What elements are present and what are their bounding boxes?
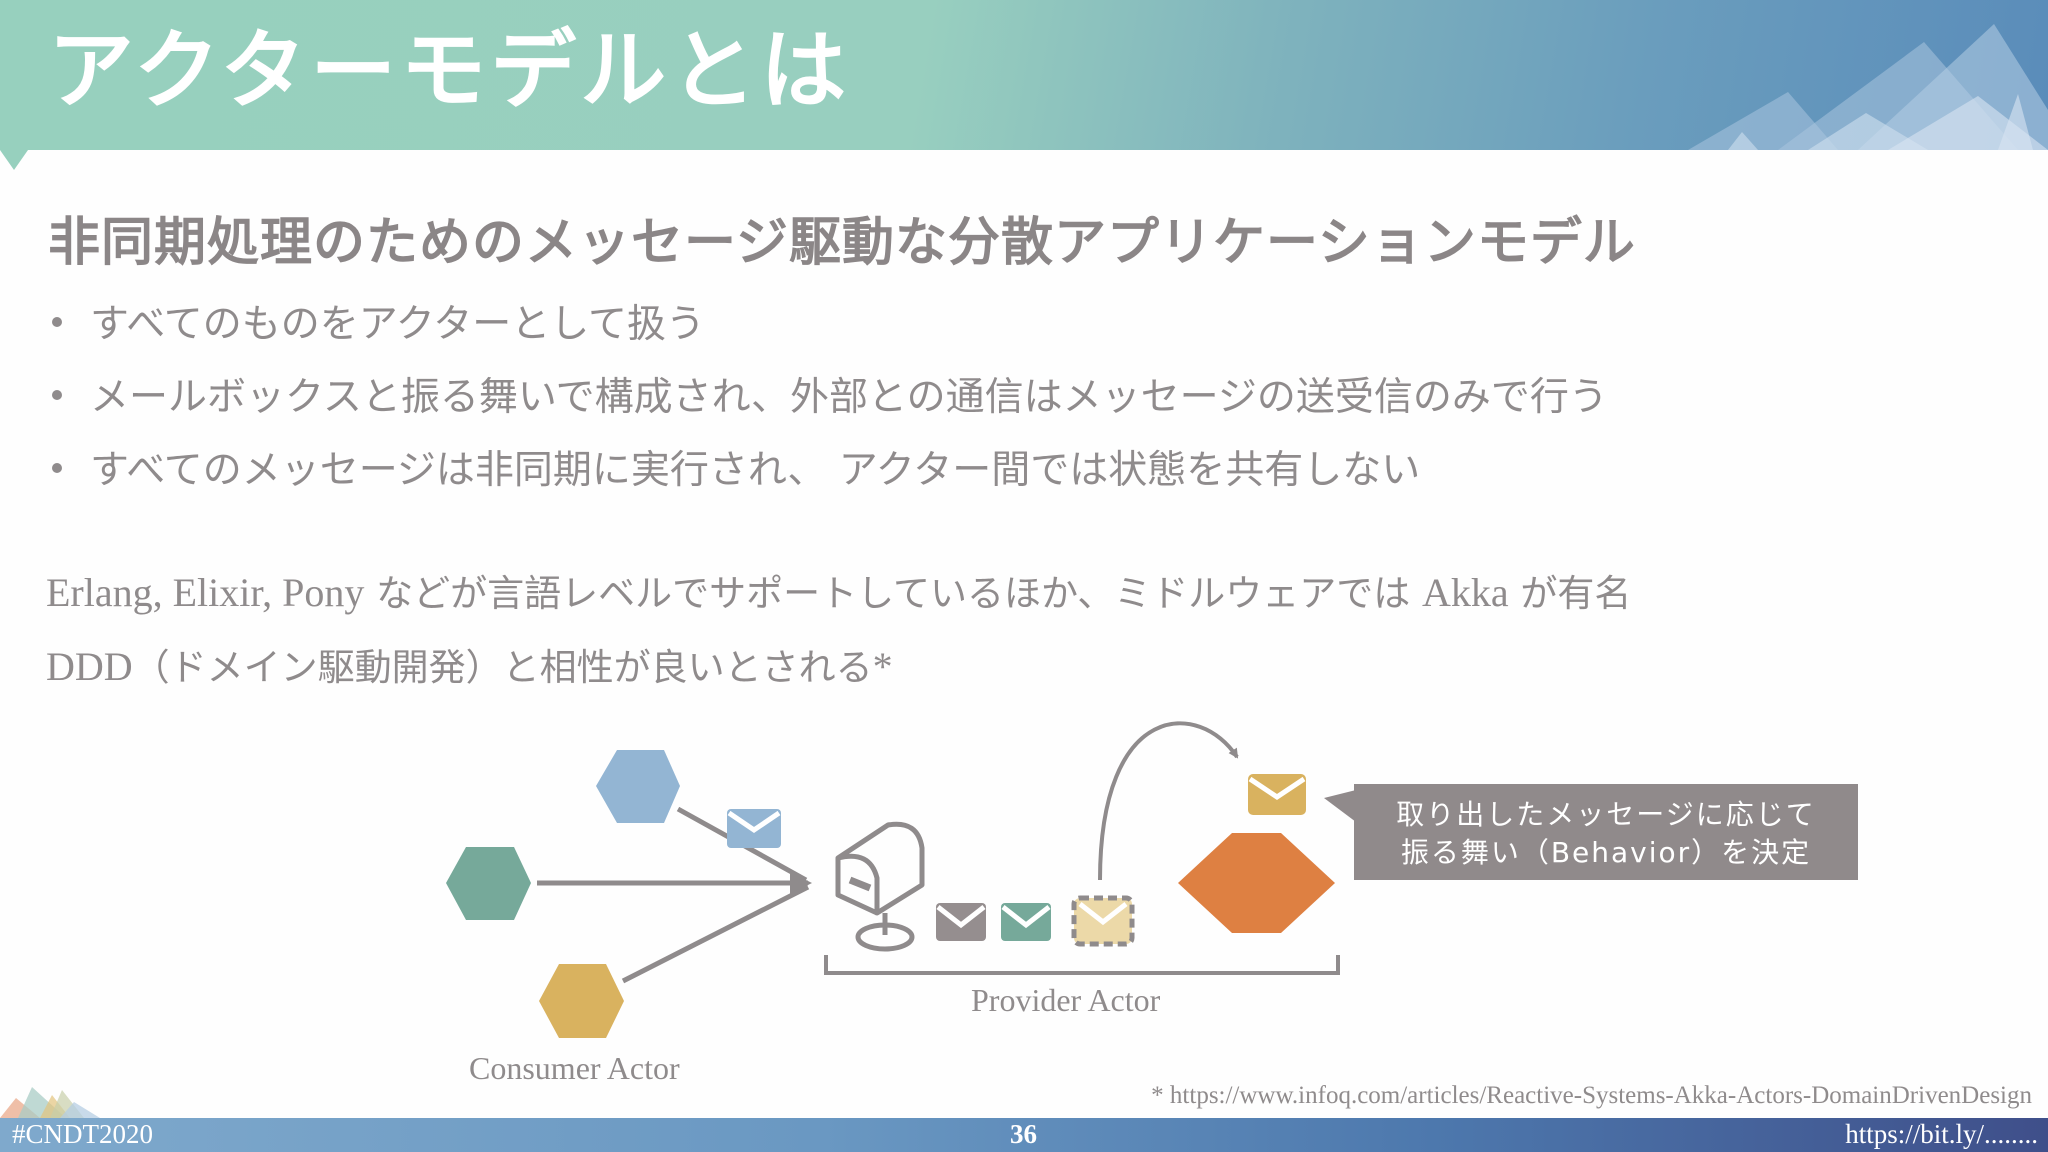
reference-footnote: * https://www.infoq.com/articles/Reactiv… bbox=[1151, 1082, 2032, 1109]
short-url: https://bit.ly/........ bbox=[1845, 1119, 2038, 1149]
dequeued-message-envelope-icon bbox=[1071, 895, 1135, 947]
current-message-envelope-icon bbox=[1248, 774, 1306, 815]
dequeue-arrow bbox=[1098, 721, 1239, 881]
bullet-list: すべてのものをアクターとして扱う メールボックスと振る舞いで構成され、外部との通… bbox=[48, 288, 1608, 507]
message-envelope-icon bbox=[936, 903, 986, 941]
consumer-actor-label: Consumer Actor bbox=[469, 1050, 680, 1086]
provider-actor-orange-icon bbox=[1178, 833, 1335, 933]
page-number: 36 bbox=[1010, 1119, 1037, 1149]
footer-mountains-decoration bbox=[0, 1087, 100, 1118]
bullet-dot-icon bbox=[52, 389, 62, 400]
behavior-callout: 取り出したメッセージに応じて 振る舞い（Behavior）を決定 bbox=[1354, 784, 1858, 880]
mailbox-icon bbox=[835, 821, 925, 952]
paragraph-line-1: Erlang, Elixir, Pony などが言語レベルでサポートしているほか… bbox=[46, 570, 1632, 615]
banner-notch bbox=[0, 150, 28, 170]
callout-pointer bbox=[1324, 790, 1356, 822]
consumer-actor-blue-icon bbox=[596, 750, 680, 823]
consumer-actor-yellow-icon bbox=[539, 964, 624, 1038]
title-banner: アクターモデルとは bbox=[0, 0, 2048, 150]
bullet-item: メールボックスと振る舞いで構成され、外部との通信はメッセージの送受信のみで行う bbox=[48, 361, 1608, 434]
consumer-actor-green-icon bbox=[446, 847, 531, 920]
bullet-item: すべてのものをアクターとして扱う bbox=[48, 288, 1608, 361]
event-hashtag: #CNDT2020 bbox=[12, 1119, 153, 1149]
bullet-dot-icon bbox=[52, 316, 62, 327]
description-paragraph: Erlang, Elixir, Pony などが言語レベルでサポートしているほか… bbox=[46, 556, 1631, 704]
slide-subtitle: 非同期処理のためのメッセージ駆動な分散アプリケーションモデル bbox=[48, 213, 1636, 273]
bullet-dot-icon bbox=[52, 462, 62, 473]
bullet-item: すべてのメッセージは非同期に実行され、 アクター間では状態を共有しない bbox=[48, 434, 1608, 507]
provider-actor-label: Provider Actor bbox=[971, 982, 1161, 1018]
footer-bar: #CNDT2020 36 https://bit.ly/........ bbox=[0, 1118, 2048, 1152]
message-envelope-icon bbox=[727, 809, 781, 848]
mountains-decoration bbox=[1688, 24, 2048, 150]
message-envelope-icon bbox=[1001, 903, 1051, 941]
paragraph-line-2: DDD（ドメイン駆動開発）と相性が良いとされる* bbox=[46, 644, 893, 689]
slide-title: アクターモデルとは bbox=[48, 21, 851, 121]
provider-bracket bbox=[824, 955, 1340, 975]
